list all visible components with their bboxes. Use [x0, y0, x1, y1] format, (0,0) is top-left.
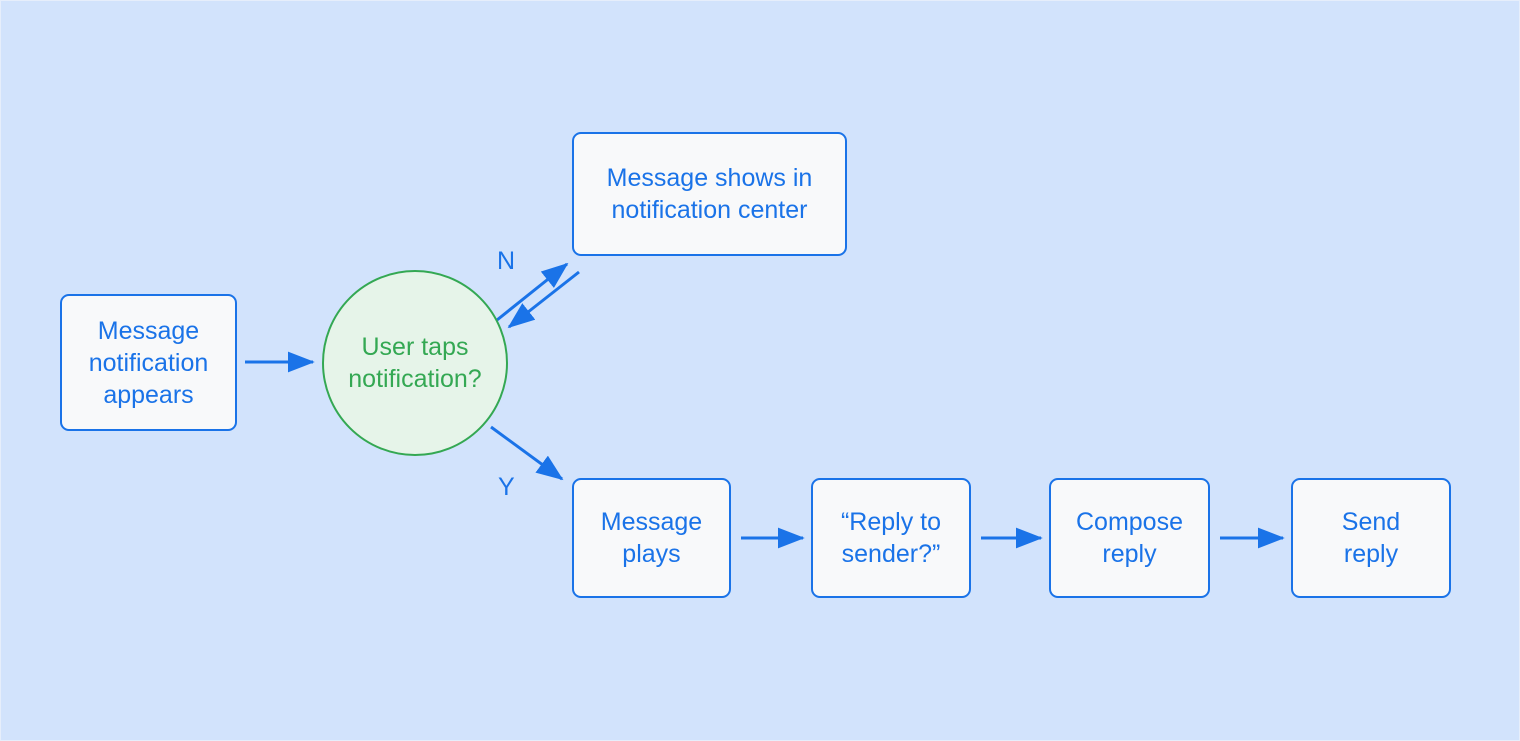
edge-label-yes: Y	[498, 473, 515, 501]
node-label: “Reply to sender?”	[840, 508, 942, 568]
node-compose-reply[interactable]: Compose reply	[1049, 478, 1210, 598]
node-message-plays[interactable]: Message plays	[572, 478, 731, 598]
node-label: Message shows in notification center	[606, 164, 813, 224]
node-label: Message notification appears	[88, 316, 209, 409]
edge-decision-to-message-plays	[490, 425, 564, 481]
node-user-taps-notification[interactable]: User taps notification?	[322, 270, 508, 456]
node-label: Send reply	[1341, 508, 1401, 568]
edge-notification-center-to-decision	[507, 270, 580, 329]
node-message-shows-in-notification-center[interactable]: Message shows in notification center	[572, 132, 847, 256]
edge-label-no: N	[497, 247, 516, 275]
node-label: Message plays	[600, 508, 703, 568]
node-label: User taps notification?	[348, 333, 482, 393]
node-reply-to-sender[interactable]: “Reply to sender?”	[811, 478, 971, 598]
node-label: Compose reply	[1076, 508, 1183, 568]
node-send-reply[interactable]: Send reply	[1291, 478, 1451, 598]
node-message-notification-appears[interactable]: Message notification appears	[60, 294, 237, 431]
